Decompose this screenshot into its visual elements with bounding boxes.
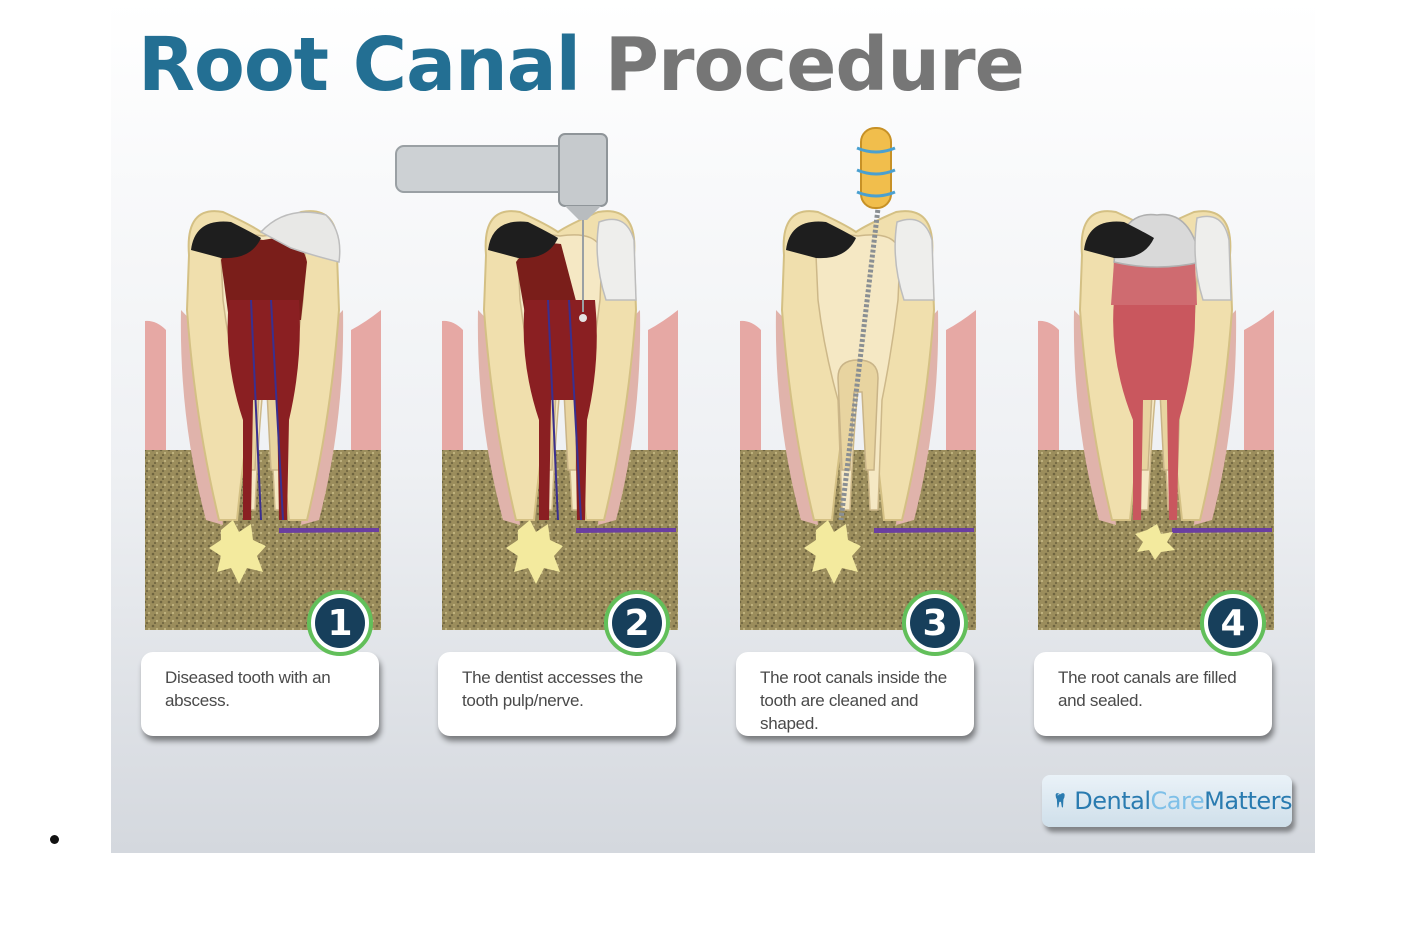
step-4-number: 4 [1208, 598, 1258, 648]
step-4-caption: The root canals are filled and sealed. [1034, 652, 1272, 736]
step-1-number: 1 [315, 598, 365, 648]
tooth-logo-icon [1055, 793, 1065, 808]
tooth-illustrations [144, 127, 1275, 631]
page-title: Root Canal Procedure [138, 22, 1025, 108]
step-1-badge: 1 [307, 590, 373, 656]
list-bullet [50, 835, 59, 844]
step-3-caption: The root canals inside the tooth are cle… [736, 652, 974, 736]
step-3-badge: 3 [902, 590, 968, 656]
step-4-badge: 4 [1200, 590, 1266, 656]
logo-text-part-3: Matters [1204, 787, 1292, 815]
title-part-2: Procedure [604, 22, 1025, 108]
step-3-number: 3 [910, 598, 960, 648]
step-1-caption: Diseased tooth with an abscess. [141, 652, 379, 736]
logo-text-part-2: Care [1150, 787, 1205, 815]
brand-logo: DentalCareMatters [1042, 775, 1292, 827]
step-2-number: 2 [612, 598, 662, 648]
tooth-illustration-4 [1037, 210, 1275, 631]
infographic-panel: Root Canal Procedure [111, 0, 1315, 853]
step-2-caption: The dentist accesses the tooth pulp/nerv… [438, 652, 676, 736]
tooth-illustration-1 [144, 210, 382, 631]
tooth-illustration-3 [739, 127, 977, 631]
logo-text-part-1: Dental [1074, 787, 1151, 815]
logo-text: DentalCareMatters [1074, 787, 1292, 815]
title-part-1: Root Canal [138, 22, 581, 108]
tooth-illustration-2 [395, 133, 679, 631]
step-2-badge: 2 [604, 590, 670, 656]
